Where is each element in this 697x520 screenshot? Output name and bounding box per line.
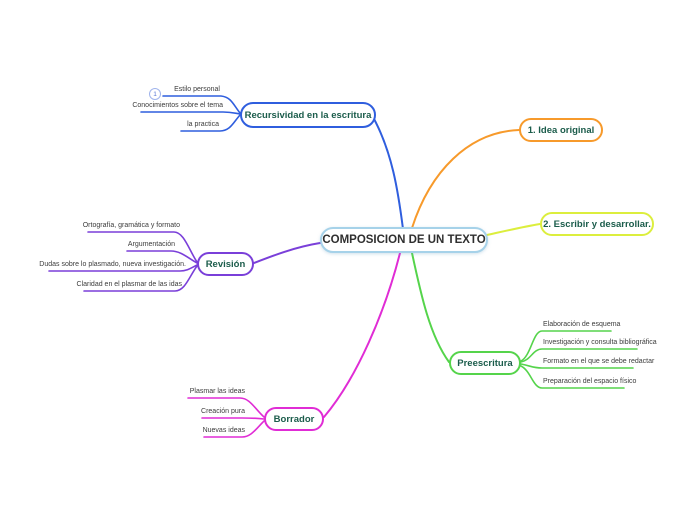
branch-line-idea-original [411, 129, 520, 229]
revision-child-lines [48, 231, 198, 292]
branch-line-borrador [323, 252, 401, 418]
branch-line-recursividad [372, 116, 404, 230]
child-topic-argumentacion[interactable]: Argumentación [127, 241, 175, 248]
child-topic-la-practica[interactable]: la practica [187, 121, 219, 128]
branch-node-escribir[interactable]: 2. Escribir y desarrollar. [540, 212, 654, 236]
branch-node-preescritura[interactable]: Preescritura [449, 351, 521, 375]
branch-node-recursividad[interactable]: Recursividad en la escritura [240, 102, 376, 128]
child-topic-claridad[interactable]: Claridad en el plasmar de las idas [76, 281, 182, 288]
branch-line-escribir [486, 223, 541, 236]
child-topic-formato[interactable]: Formato en el que se debe redactar [543, 358, 655, 365]
child-topic-plasmar-ideas[interactable]: Plasmar las ideas [189, 388, 245, 395]
preescritura-child-lines [520, 330, 638, 389]
child-topic-nuevas-ideas[interactable]: Nuevas ideas [202, 427, 245, 434]
branch-node-idea-original[interactable]: 1. Idea original [519, 118, 603, 142]
branch-node-borrador[interactable]: Borrador [264, 407, 324, 431]
child-topic-ortografia[interactable]: Ortografía, gramática y formato [82, 222, 180, 229]
branch-line-preescritura [411, 252, 450, 363]
recursividad-child-lines [140, 95, 241, 132]
child-topic-estilo-personal[interactable]: Estilo personal [174, 86, 220, 93]
borrador-child-lines [187, 397, 265, 438]
branch-node-revision[interactable]: Revisión [197, 252, 254, 276]
child-topic-elaboracion-esquema[interactable]: Elaboración de esquema [543, 321, 621, 328]
child-topic-conocimientos[interactable]: Conocimientos sobre el tema [132, 102, 223, 109]
central-topic-node[interactable]: COMPOSICION DE UN TEXTO [320, 227, 488, 253]
child-topic-creacion-pura[interactable]: Creación pura [201, 408, 245, 415]
child-topic-investigacion[interactable]: Investigación y consulta bibliográfica [543, 339, 657, 346]
child-topic-preparacion-espacio[interactable]: Preparación del espacio físico [543, 378, 637, 385]
numbered-badge-1-icon[interactable]: 1 [149, 88, 161, 100]
branch-line-revision [253, 242, 321, 264]
child-topic-dudas[interactable]: Dudas sobre lo plasmado, nueva investiga… [39, 261, 186, 268]
